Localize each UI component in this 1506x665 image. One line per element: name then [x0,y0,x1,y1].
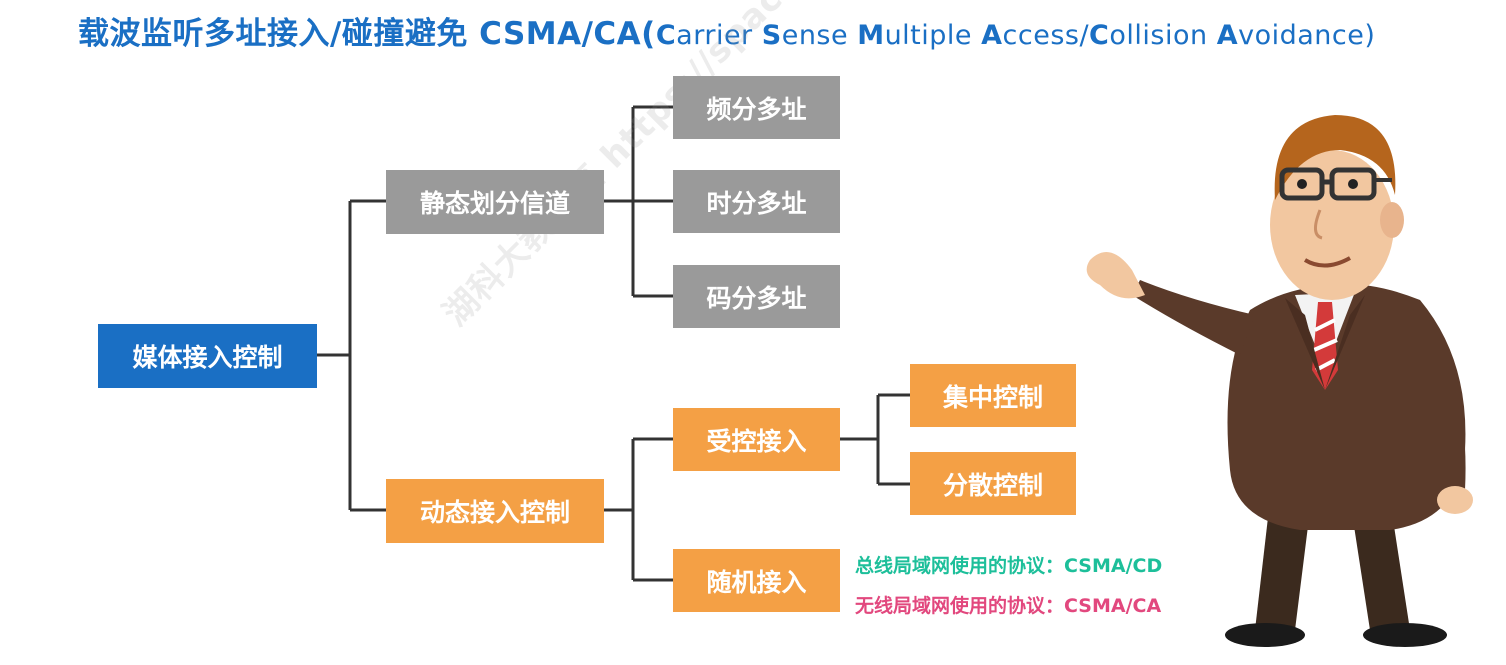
node-media-access-control: 媒体接入控制 [98,324,317,388]
node-fdma: 频分多址 [673,76,840,139]
presenting-man-illustration [1070,70,1490,654]
node-centralized-control: 集中控制 [910,364,1076,427]
note-wired-lan-protocol: 总线局域网使用的协议：CSMA/CD [852,553,1164,580]
note-wireless-lan-protocol: 无线局域网使用的协议：CSMA/CA [852,593,1163,620]
node-cdma: 码分多址 [673,265,840,328]
node-controlled-access: 受控接入 [673,408,840,471]
node-static-channel-division: 静态划分信道 [386,170,604,234]
page-title: 载波监听多址接入/碰撞避免 CSMA/CA(Carrier Sense Mult… [78,16,1376,52]
node-distributed-control: 分散控制 [910,452,1076,515]
node-dynamic-access-control: 动态接入控制 [386,479,604,543]
node-tdma: 时分多址 [673,170,840,233]
node-random-access: 随机接入 [673,549,840,612]
